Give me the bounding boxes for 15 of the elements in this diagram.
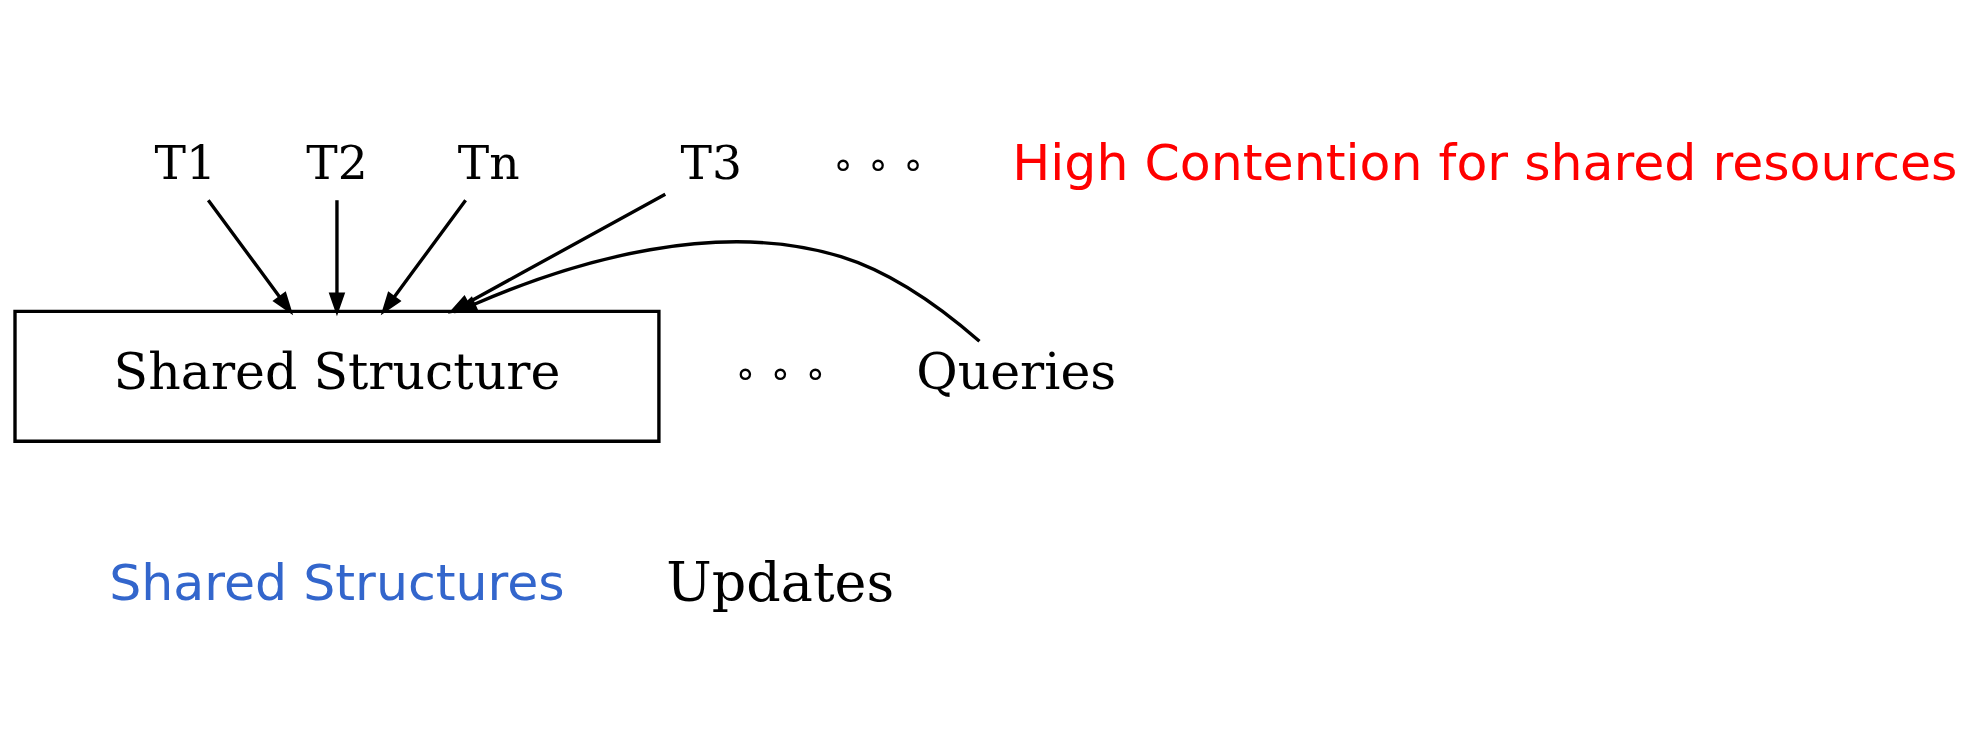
- label: ∘ ∘ ∘: [831, 142, 925, 186]
- arrow: [380, 198, 467, 315]
- node-text: T3: [680, 134, 742, 190]
- node-text: Tn: [457, 134, 520, 190]
- arrow: [206, 198, 294, 315]
- node-box: Shared Structure: [13, 309, 661, 443]
- arrow: [453, 239, 981, 343]
- label: High Contention for shared resources: [1012, 132, 1958, 192]
- node-text: T1: [154, 134, 216, 190]
- arrow: [328, 199, 346, 316]
- node-text: Queries: [916, 341, 1117, 401]
- node-text: T2: [306, 134, 368, 190]
- label: ∘ ∘ ∘: [733, 351, 827, 395]
- node-label: Shared Structures: [109, 552, 565, 612]
- label: Updates: [666, 550, 895, 614]
